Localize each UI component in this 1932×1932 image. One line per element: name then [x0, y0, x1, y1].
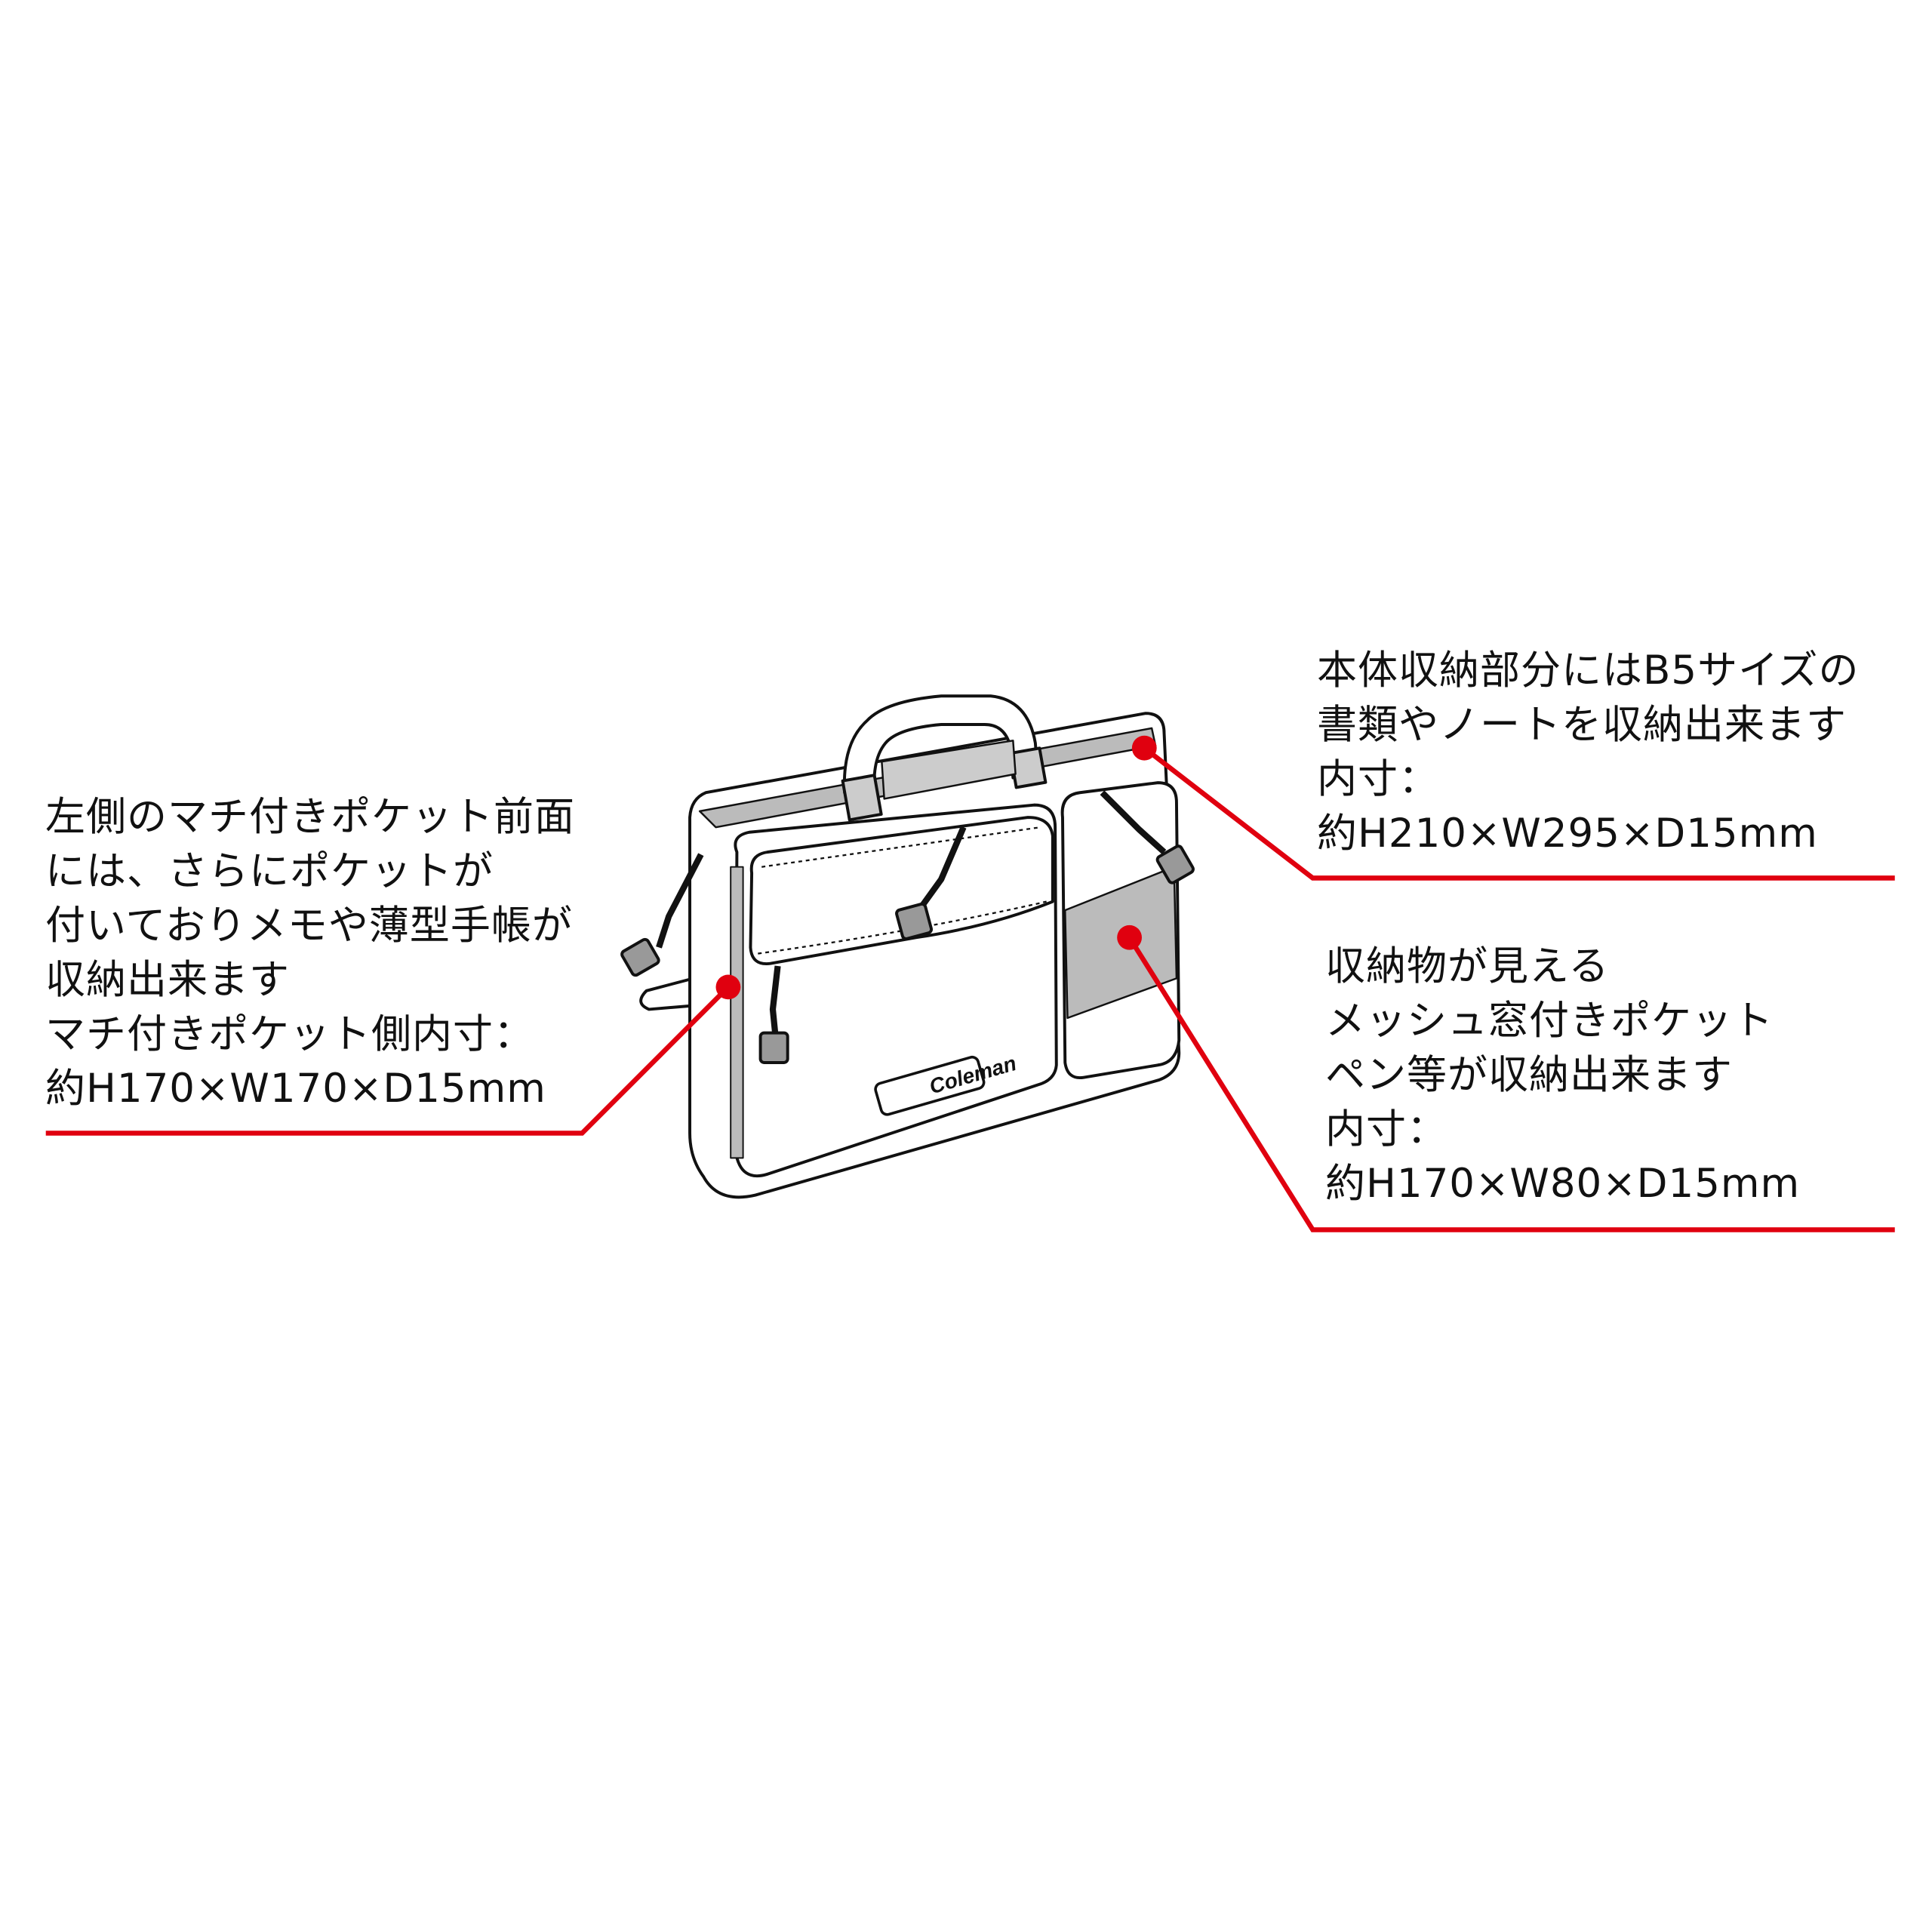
callout-dot-right-bottom — [1117, 924, 1143, 950]
callout-text-left-pocket: 左側のマチ付きポケット前面 には、さらにポケットが 付いておりメモや薄型手帳が … — [45, 790, 575, 1116]
callout-line: 収納物が見える — [1325, 943, 1610, 989]
callout-line-right-top — [1143, 746, 1895, 881]
strap-loop — [639, 977, 694, 1011]
handle-tab-left — [841, 774, 883, 822]
callout-line: マチ付きポケット側内寸： — [45, 1011, 534, 1057]
zipper-pull-pocket — [758, 965, 789, 1064]
handle-window — [881, 740, 1017, 800]
zipper-pull-flap — [895, 826, 967, 940]
callout-dimensions: 約H210×W295×D15mm — [1317, 811, 1818, 857]
callout-line: メッシュ窓付きポケット — [1325, 998, 1774, 1044]
callout-dot-right-top — [1131, 735, 1157, 761]
front-pocket-flap — [749, 816, 1054, 966]
callout-text-main-compartment: 本体収納部分にはB5サイズの 書類やノートを収納出来ます 内寸： 約H210×W… — [1317, 644, 1860, 861]
callout-line: 収納出来ます — [45, 957, 290, 1003]
brand-logo — [874, 1055, 986, 1116]
callout-dimensions: 約H170×W80×D15mm — [1325, 1161, 1801, 1207]
callout-line: 内寸： — [1317, 756, 1439, 802]
callout-line: 本体収納部分にはB5サイズの — [1317, 648, 1860, 694]
callout-line: には、さらにポケットが — [45, 848, 494, 894]
callout-text-mesh-pocket: 収納物が見える メッシュ窓付きポケット ペン等が収納出来ます 内寸： 約H170… — [1325, 940, 1800, 1211]
front-pocket-zip — [730, 866, 744, 1159]
handle — [842, 694, 1040, 795]
callout-line: 内寸： — [1325, 1106, 1447, 1152]
callout-line: 左側のマチ付きポケット前面 — [45, 794, 575, 840]
callout-line-right-bottom — [1127, 936, 1895, 1232]
callout-line-left — [45, 985, 731, 1136]
callout-dimensions: 約H170×W170×D15mm — [45, 1066, 546, 1112]
callout-line: ペン等が収納出来ます — [1325, 1052, 1733, 1098]
callout-line: 付いておりメモや薄型手帳が — [45, 903, 573, 949]
callout-line: 書類やノートを収納出来ます — [1317, 702, 1847, 748]
zipper-pull-side — [1100, 790, 1195, 884]
callout-dot-left — [715, 974, 741, 1000]
zipper-pull-left — [620, 853, 704, 977]
